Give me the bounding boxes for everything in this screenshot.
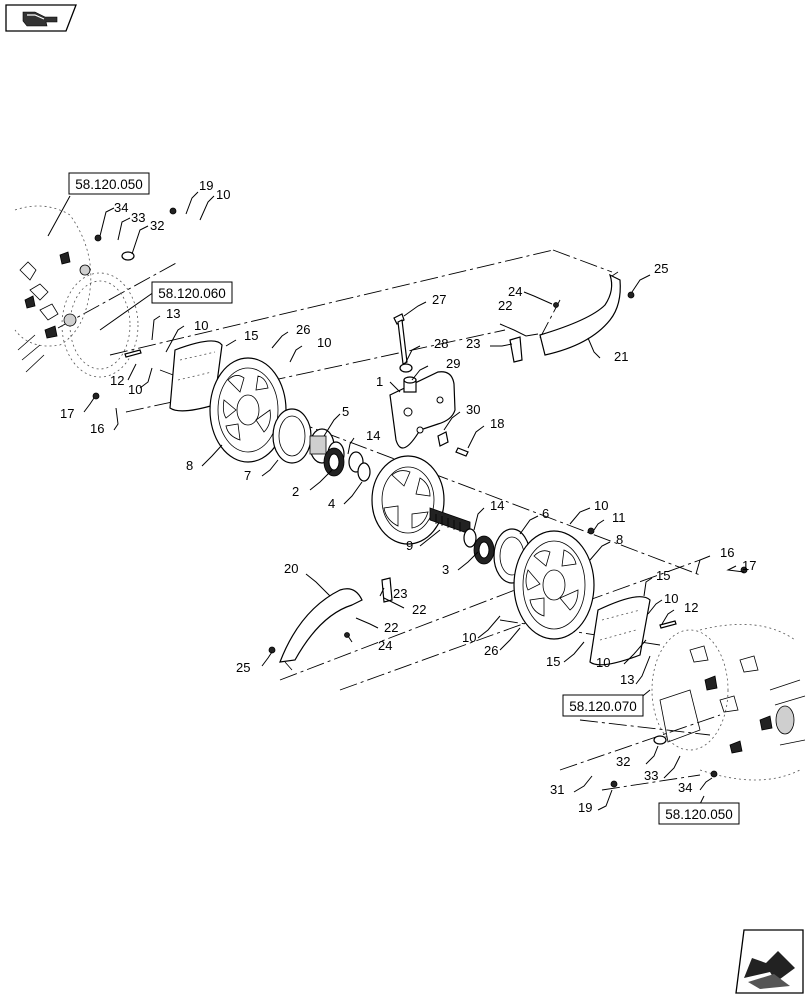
svg-text:58.120.050: 58.120.050: [75, 177, 143, 192]
callout: 34: [114, 200, 128, 215]
callout: 10: [594, 498, 608, 513]
callout: 10: [596, 655, 610, 670]
callout: 14: [490, 498, 504, 513]
callout: 5: [342, 404, 349, 419]
svg-text:58.120.070: 58.120.070: [569, 699, 637, 714]
part-14-right-ring: [463, 528, 477, 548]
callout: 13: [166, 306, 180, 321]
part-27-bolt: [393, 313, 408, 365]
forward-nav-button[interactable]: [735, 929, 804, 994]
reference-box-3[interactable]: 58.120.070: [562, 694, 644, 717]
callout: 23: [393, 586, 407, 601]
arrow-next-icon: [744, 951, 795, 989]
callout: 26: [296, 322, 310, 337]
callout: 27: [432, 292, 446, 307]
callout: 8: [616, 532, 623, 547]
callout: 33: [644, 768, 658, 783]
callout: 28: [434, 336, 448, 351]
callout: 30: [466, 402, 480, 417]
callout: 10: [194, 318, 208, 333]
part-30-nut: [437, 431, 449, 447]
callout: 15: [656, 568, 670, 583]
callout: 10: [462, 630, 476, 645]
part-20-shield: [279, 588, 363, 671]
callout: 24: [508, 284, 522, 299]
callout: 2: [292, 484, 299, 499]
callout: 22: [412, 602, 426, 617]
callout: 9: [406, 538, 413, 553]
callout: 1: [376, 374, 383, 389]
callout: 10: [317, 335, 331, 350]
left-rotor-assembly: [14, 205, 139, 378]
callout: 17: [60, 406, 74, 421]
reference-box-1[interactable]: 58.120.050: [68, 172, 150, 195]
callout: 26: [484, 643, 498, 658]
part-7-ring: [272, 408, 312, 464]
part-21-shield: [539, 271, 621, 356]
part-23-bolt-top: [509, 336, 523, 363]
part-18-bolt: [455, 447, 469, 457]
right-rotor-assembly: [651, 623, 806, 781]
callout: 8: [186, 458, 193, 473]
part-3-bearing: [473, 535, 495, 565]
small-fasteners: [92, 207, 748, 788]
part-8-right-disk: [513, 530, 595, 640]
part-15-right-plate: [589, 596, 651, 666]
callout: 32: [150, 218, 164, 233]
callout: 16: [720, 545, 734, 560]
part-28-washer: [399, 363, 413, 373]
reference-box-4[interactable]: 58.120.050: [658, 802, 740, 825]
callout: 10: [664, 591, 678, 606]
callout: 22: [498, 298, 512, 313]
callout: 22: [384, 620, 398, 635]
callout: 23: [466, 336, 480, 351]
back-nav-button[interactable]: [5, 4, 77, 32]
part-9-center-disk: [371, 455, 471, 545]
callout: 17: [742, 558, 756, 573]
callout: 18: [490, 416, 504, 431]
callout: 32: [616, 754, 630, 769]
callout: 12: [684, 600, 698, 615]
callout: 4: [328, 496, 335, 511]
reference-box-2[interactable]: 58.120.060: [151, 281, 233, 304]
callout: 7: [244, 468, 251, 483]
svg-text:58.120.060: 58.120.060: [158, 286, 226, 301]
callout: 19: [199, 178, 213, 193]
callout: 3: [442, 562, 449, 577]
part-23-bolt-bottom: [381, 577, 393, 603]
callout: 13: [620, 672, 634, 687]
callout: 6: [542, 506, 549, 521]
callout: 29: [446, 356, 460, 371]
hand-pointer-icon: [22, 11, 58, 27]
part-4-spacer: [357, 462, 371, 482]
callout: 33: [131, 210, 145, 225]
callout: 31: [550, 782, 564, 797]
callout: 14: [366, 428, 380, 443]
callout: 12: [110, 373, 124, 388]
callout: 25: [236, 660, 250, 675]
callout-labels: 19 10 34 33 32 13 10 12 10 17 16 15 26 1…: [60, 178, 756, 815]
callout: 25: [654, 261, 668, 276]
part-29-spacer: [403, 376, 417, 393]
callout: 15: [546, 654, 560, 669]
callout: 20: [284, 561, 298, 576]
callout: 34: [678, 780, 692, 795]
callout: 16: [90, 421, 104, 436]
callout: 19: [578, 800, 592, 815]
callout: 24: [378, 638, 392, 653]
callout: 11: [612, 510, 626, 525]
callout: 10: [216, 187, 230, 202]
callout: 10: [128, 382, 142, 397]
part-2-bearing: [323, 447, 345, 477]
callout: 15: [244, 328, 258, 343]
callout: 21: [614, 349, 628, 364]
svg-text:58.120.050: 58.120.050: [665, 807, 733, 822]
